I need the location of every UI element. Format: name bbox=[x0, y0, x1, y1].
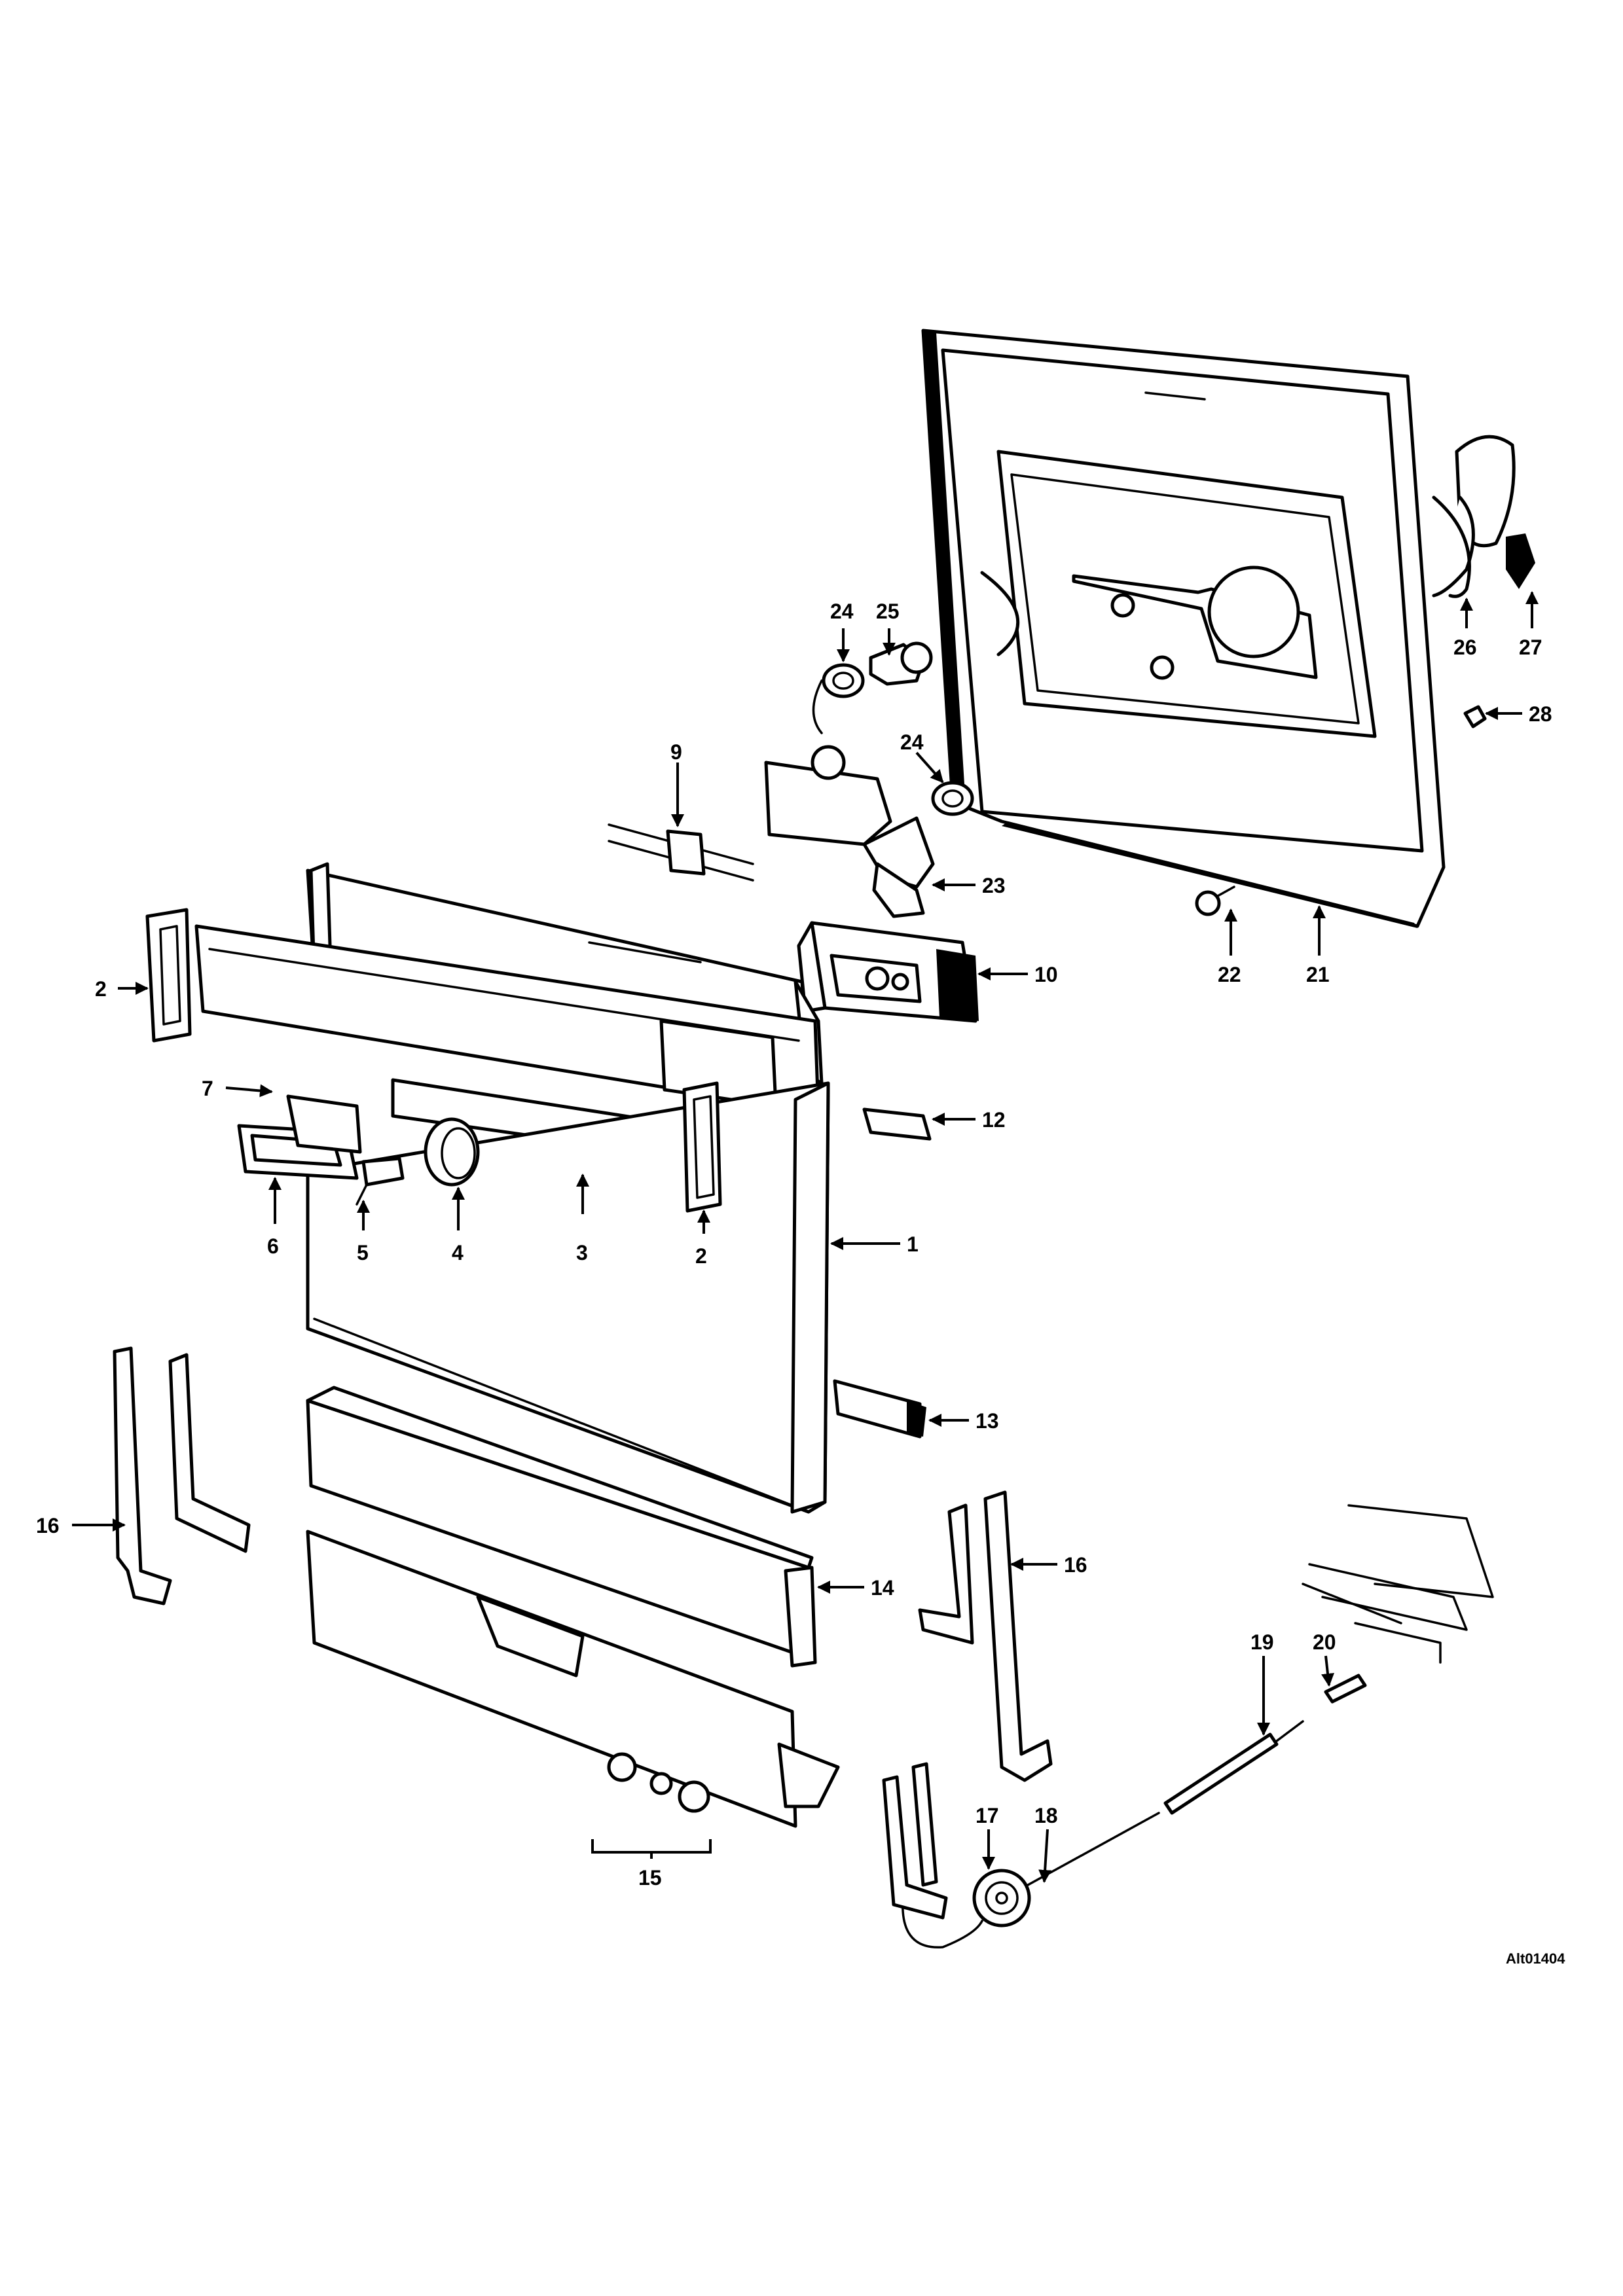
callout-24-lower: 24 bbox=[900, 730, 944, 783]
svg-text:4: 4 bbox=[452, 1241, 464, 1265]
switch-part-5 bbox=[356, 1157, 405, 1206]
hinge-bracket-right-a bbox=[918, 1503, 974, 1645]
callout-16-left: 16 bbox=[36, 1514, 126, 1537]
svg-text:9: 9 bbox=[670, 740, 682, 764]
control-knob bbox=[424, 1117, 480, 1187]
callout-23: 23 bbox=[932, 874, 1006, 897]
gasket-upper bbox=[822, 663, 865, 698]
latch-part-9 bbox=[608, 823, 754, 882]
callout-4: 4 bbox=[452, 1187, 465, 1265]
door-spring bbox=[1163, 1720, 1304, 1815]
svg-text:5: 5 bbox=[357, 1241, 369, 1265]
svg-text:20: 20 bbox=[1313, 1630, 1336, 1654]
callout-18: 18 bbox=[1034, 1804, 1058, 1883]
control-module bbox=[797, 921, 979, 1023]
drawing-id: Alt01404 bbox=[1506, 1950, 1565, 1967]
callout-2-left: 2 bbox=[95, 977, 149, 1001]
callout-1: 1 bbox=[830, 1232, 919, 1256]
svg-text:24: 24 bbox=[830, 600, 854, 623]
svg-text:23: 23 bbox=[982, 874, 1006, 897]
end-cap-right bbox=[682, 1081, 722, 1213]
svg-text:13: 13 bbox=[976, 1409, 999, 1433]
door-cable bbox=[902, 1812, 1160, 1948]
callout-19: 19 bbox=[1250, 1630, 1274, 1736]
svg-text:24: 24 bbox=[900, 730, 924, 754]
svg-text:1: 1 bbox=[907, 1232, 919, 1256]
svg-text:16: 16 bbox=[1064, 1553, 1087, 1577]
svg-text:12: 12 bbox=[982, 1108, 1006, 1132]
callout-9: 9 bbox=[670, 740, 684, 827]
pulley-wheel bbox=[972, 1869, 1031, 1928]
fitting-part-25 bbox=[869, 641, 933, 686]
kick-plate bbox=[306, 1386, 817, 1668]
svg-text:2: 2 bbox=[95, 977, 107, 1001]
indicator-window bbox=[286, 1094, 362, 1154]
callout-14: 14 bbox=[817, 1576, 894, 1600]
svg-text:6: 6 bbox=[267, 1234, 279, 1258]
svg-text:2: 2 bbox=[695, 1244, 707, 1268]
gasket-lower bbox=[931, 781, 974, 816]
callout-25: 25 bbox=[876, 600, 900, 656]
svg-text:16: 16 bbox=[36, 1514, 60, 1537]
callout-28: 28 bbox=[1485, 702, 1552, 726]
clip-part-20 bbox=[1324, 1674, 1367, 1704]
dispenser-cover bbox=[1432, 435, 1535, 598]
hinge-bracket-left-b bbox=[168, 1353, 251, 1553]
callout-15: 15 bbox=[591, 1839, 712, 1890]
svg-text:19: 19 bbox=[1250, 1630, 1274, 1654]
dispenser-seal bbox=[1432, 495, 1471, 598]
callout-27: 27 bbox=[1519, 591, 1542, 659]
svg-text:27: 27 bbox=[1519, 636, 1542, 659]
svg-text:10: 10 bbox=[1034, 963, 1058, 986]
screw-part-28 bbox=[1463, 705, 1487, 728]
lower-panel bbox=[306, 1530, 840, 1828]
inner-door-panel bbox=[921, 329, 1446, 928]
callout-21: 21 bbox=[1306, 905, 1330, 986]
screw-part-22 bbox=[1195, 886, 1235, 916]
callout-10: 10 bbox=[977, 963, 1058, 986]
svg-text:7: 7 bbox=[202, 1077, 213, 1100]
callout-12: 12 bbox=[932, 1108, 1006, 1132]
connector-part-12 bbox=[862, 1107, 932, 1141]
callout-26: 26 bbox=[1453, 598, 1477, 659]
svg-text:15: 15 bbox=[638, 1866, 662, 1890]
svg-text:17: 17 bbox=[976, 1804, 999, 1827]
hinge-bracket-left-a bbox=[113, 1346, 172, 1605]
callout-20: 20 bbox=[1313, 1630, 1336, 1687]
svg-text:26: 26 bbox=[1453, 636, 1477, 659]
bracket-part-13 bbox=[833, 1379, 926, 1439]
hinge-bracket-right-b bbox=[983, 1490, 1053, 1782]
svg-text:21: 21 bbox=[1306, 963, 1330, 986]
callout-13: 13 bbox=[928, 1409, 999, 1433]
callout-5: 5 bbox=[357, 1200, 370, 1265]
callout-6: 6 bbox=[267, 1177, 282, 1258]
callout-2-right: 2 bbox=[695, 1210, 710, 1268]
fill-valve-assembly bbox=[764, 679, 935, 918]
callout-17: 17 bbox=[976, 1804, 999, 1870]
callout-7: 7 bbox=[202, 1077, 273, 1100]
svg-text:14: 14 bbox=[871, 1576, 894, 1600]
svg-text:18: 18 bbox=[1034, 1804, 1058, 1827]
callout-24-upper: 24 bbox=[830, 600, 854, 662]
callout-16-right: 16 bbox=[1010, 1553, 1087, 1577]
mounting-rails bbox=[1302, 1504, 1494, 1664]
side-channel bbox=[882, 1762, 948, 1920]
callout-22: 22 bbox=[1218, 908, 1241, 986]
svg-text:22: 22 bbox=[1218, 963, 1241, 986]
end-cap-left bbox=[145, 908, 192, 1043]
svg-text:25: 25 bbox=[876, 600, 900, 623]
svg-text:3: 3 bbox=[576, 1241, 588, 1265]
svg-text:28: 28 bbox=[1529, 702, 1552, 726]
callout-3: 3 bbox=[576, 1174, 589, 1265]
